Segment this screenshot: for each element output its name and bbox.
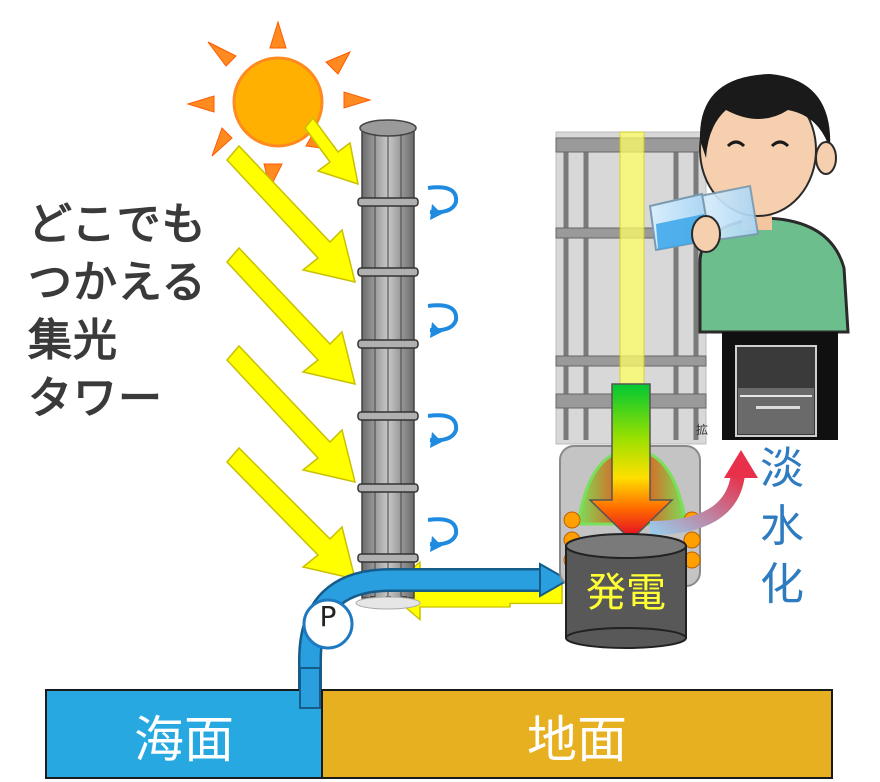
man-drinking-illustration — [648, 74, 850, 334]
headline-line-3: 集光 — [28, 315, 118, 366]
desalination-arrow — [649, 450, 758, 535]
pump-icon — [302, 598, 354, 650]
ground-bar — [321, 689, 833, 779]
generator-label: 発電 — [586, 570, 666, 616]
headline-line-1: どこでも — [28, 199, 207, 250]
concentrator-tower — [355, 119, 421, 610]
rotate-icon — [427, 303, 459, 333]
sea-bar — [45, 689, 323, 779]
headline-line-4: タワー — [28, 373, 163, 424]
desalination-char-1: 淡 — [760, 443, 804, 494]
sunlight-arrow — [225, 246, 357, 386]
rotate-icon — [427, 185, 459, 215]
pump-label: P — [319, 600, 337, 633]
sunlight-arrow — [225, 144, 357, 284]
rotation-arrows — [427, 185, 459, 547]
generator — [565, 533, 687, 649]
sunlight-arrow — [304, 116, 359, 186]
headline: どこでも つかえる 集光 タワー — [28, 196, 207, 428]
sunlight-arrow — [225, 446, 357, 581]
ground-label: 地面 — [527, 711, 627, 769]
sea-label: 海面 — [134, 711, 234, 769]
desalination-char-3: 化 — [760, 559, 804, 610]
desalination-char-2: 水 — [760, 501, 804, 552]
rotate-icon — [427, 413, 459, 443]
desalination-label: 淡 水 化 — [754, 440, 810, 614]
sunlight-arrow — [225, 344, 357, 484]
beaker-photo — [722, 332, 838, 440]
apparatus-small-label: 拡 — [696, 423, 709, 437]
rotate-icon — [427, 517, 459, 547]
headline-line-2: つかえる — [28, 257, 207, 308]
sun-icon — [186, 20, 372, 190]
